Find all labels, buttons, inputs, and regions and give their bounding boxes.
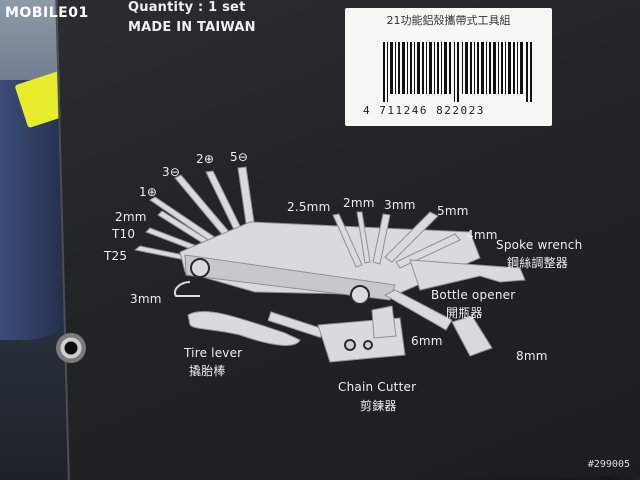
label-hex-2mm-left: 2mm (115, 210, 147, 224)
label-spoke-wrench: Spoke wrench (496, 238, 583, 252)
key-4mm (395, 233, 461, 269)
label-t25: T25 (104, 249, 128, 263)
barcode-sticker: 21功能鋁殼攜帶式工具組 (345, 8, 552, 126)
key-2mm (356, 211, 371, 264)
label-spoke-wrench-zh: 鋼絲調整器 (507, 256, 569, 270)
label-bottle-opener-zh: 開瓶器 (446, 306, 483, 320)
key-3mm (372, 213, 391, 265)
barcode-title: 21功能鋁殼攜帶式工具組 (386, 14, 511, 27)
chain-cutter-screw (344, 339, 356, 351)
label-hex-3mm: 3mm (384, 198, 416, 212)
key-5mm (384, 211, 439, 263)
label-phillips-2: 2⊕ (196, 152, 215, 166)
label-slot-3: 3⊖ (162, 165, 181, 179)
socket-8mm (451, 315, 493, 357)
barcode-number: 4 711246 822023 (363, 104, 485, 117)
tire-lever (187, 311, 301, 346)
label-phillips-1: 1⊕ (139, 185, 158, 199)
label-t10: T10 (112, 227, 136, 241)
label-hex-3mm-left: 3mm (130, 292, 162, 306)
label-hex-5mm: 5mm (437, 204, 469, 218)
label-hex-4mm: 4mm (466, 228, 498, 242)
photo-id: #299005 (587, 459, 630, 470)
hook-3mm (174, 281, 200, 297)
label-slot-5: 5⊖ (230, 150, 249, 164)
tool-handle-bar (184, 254, 396, 301)
label-chain-cutter-zh: 剪鍊器 (360, 399, 397, 413)
quantity-text: Quantity : 1 set (128, 0, 246, 15)
label-hex-6mm: 6mm (411, 334, 443, 348)
label-tire-lever-zh: 撬胎棒 (189, 364, 226, 378)
site-watermark: MOBILE01 (5, 5, 89, 21)
pivot-left (190, 258, 210, 278)
hang-hole-grommet (56, 333, 86, 363)
label-hex-2mm: 2mm (343, 196, 375, 210)
pivot-right (350, 285, 370, 305)
chain-cutter-jaw (371, 305, 397, 339)
label-chain-cutter: Chain Cutter (338, 380, 417, 394)
label-socket-8mm: 8mm (516, 349, 548, 363)
label-hex-2-5mm: 2.5mm (287, 200, 331, 214)
barcode-bars (383, 42, 532, 102)
spoke-wrench (409, 259, 526, 291)
label-bottle-opener: Bottle opener (431, 288, 516, 302)
key-2-5mm (332, 213, 363, 268)
origin-text: MADE IN TAIWAN (128, 20, 256, 35)
label-tire-lever: Tire lever (184, 346, 243, 360)
key-6mm (383, 289, 453, 331)
